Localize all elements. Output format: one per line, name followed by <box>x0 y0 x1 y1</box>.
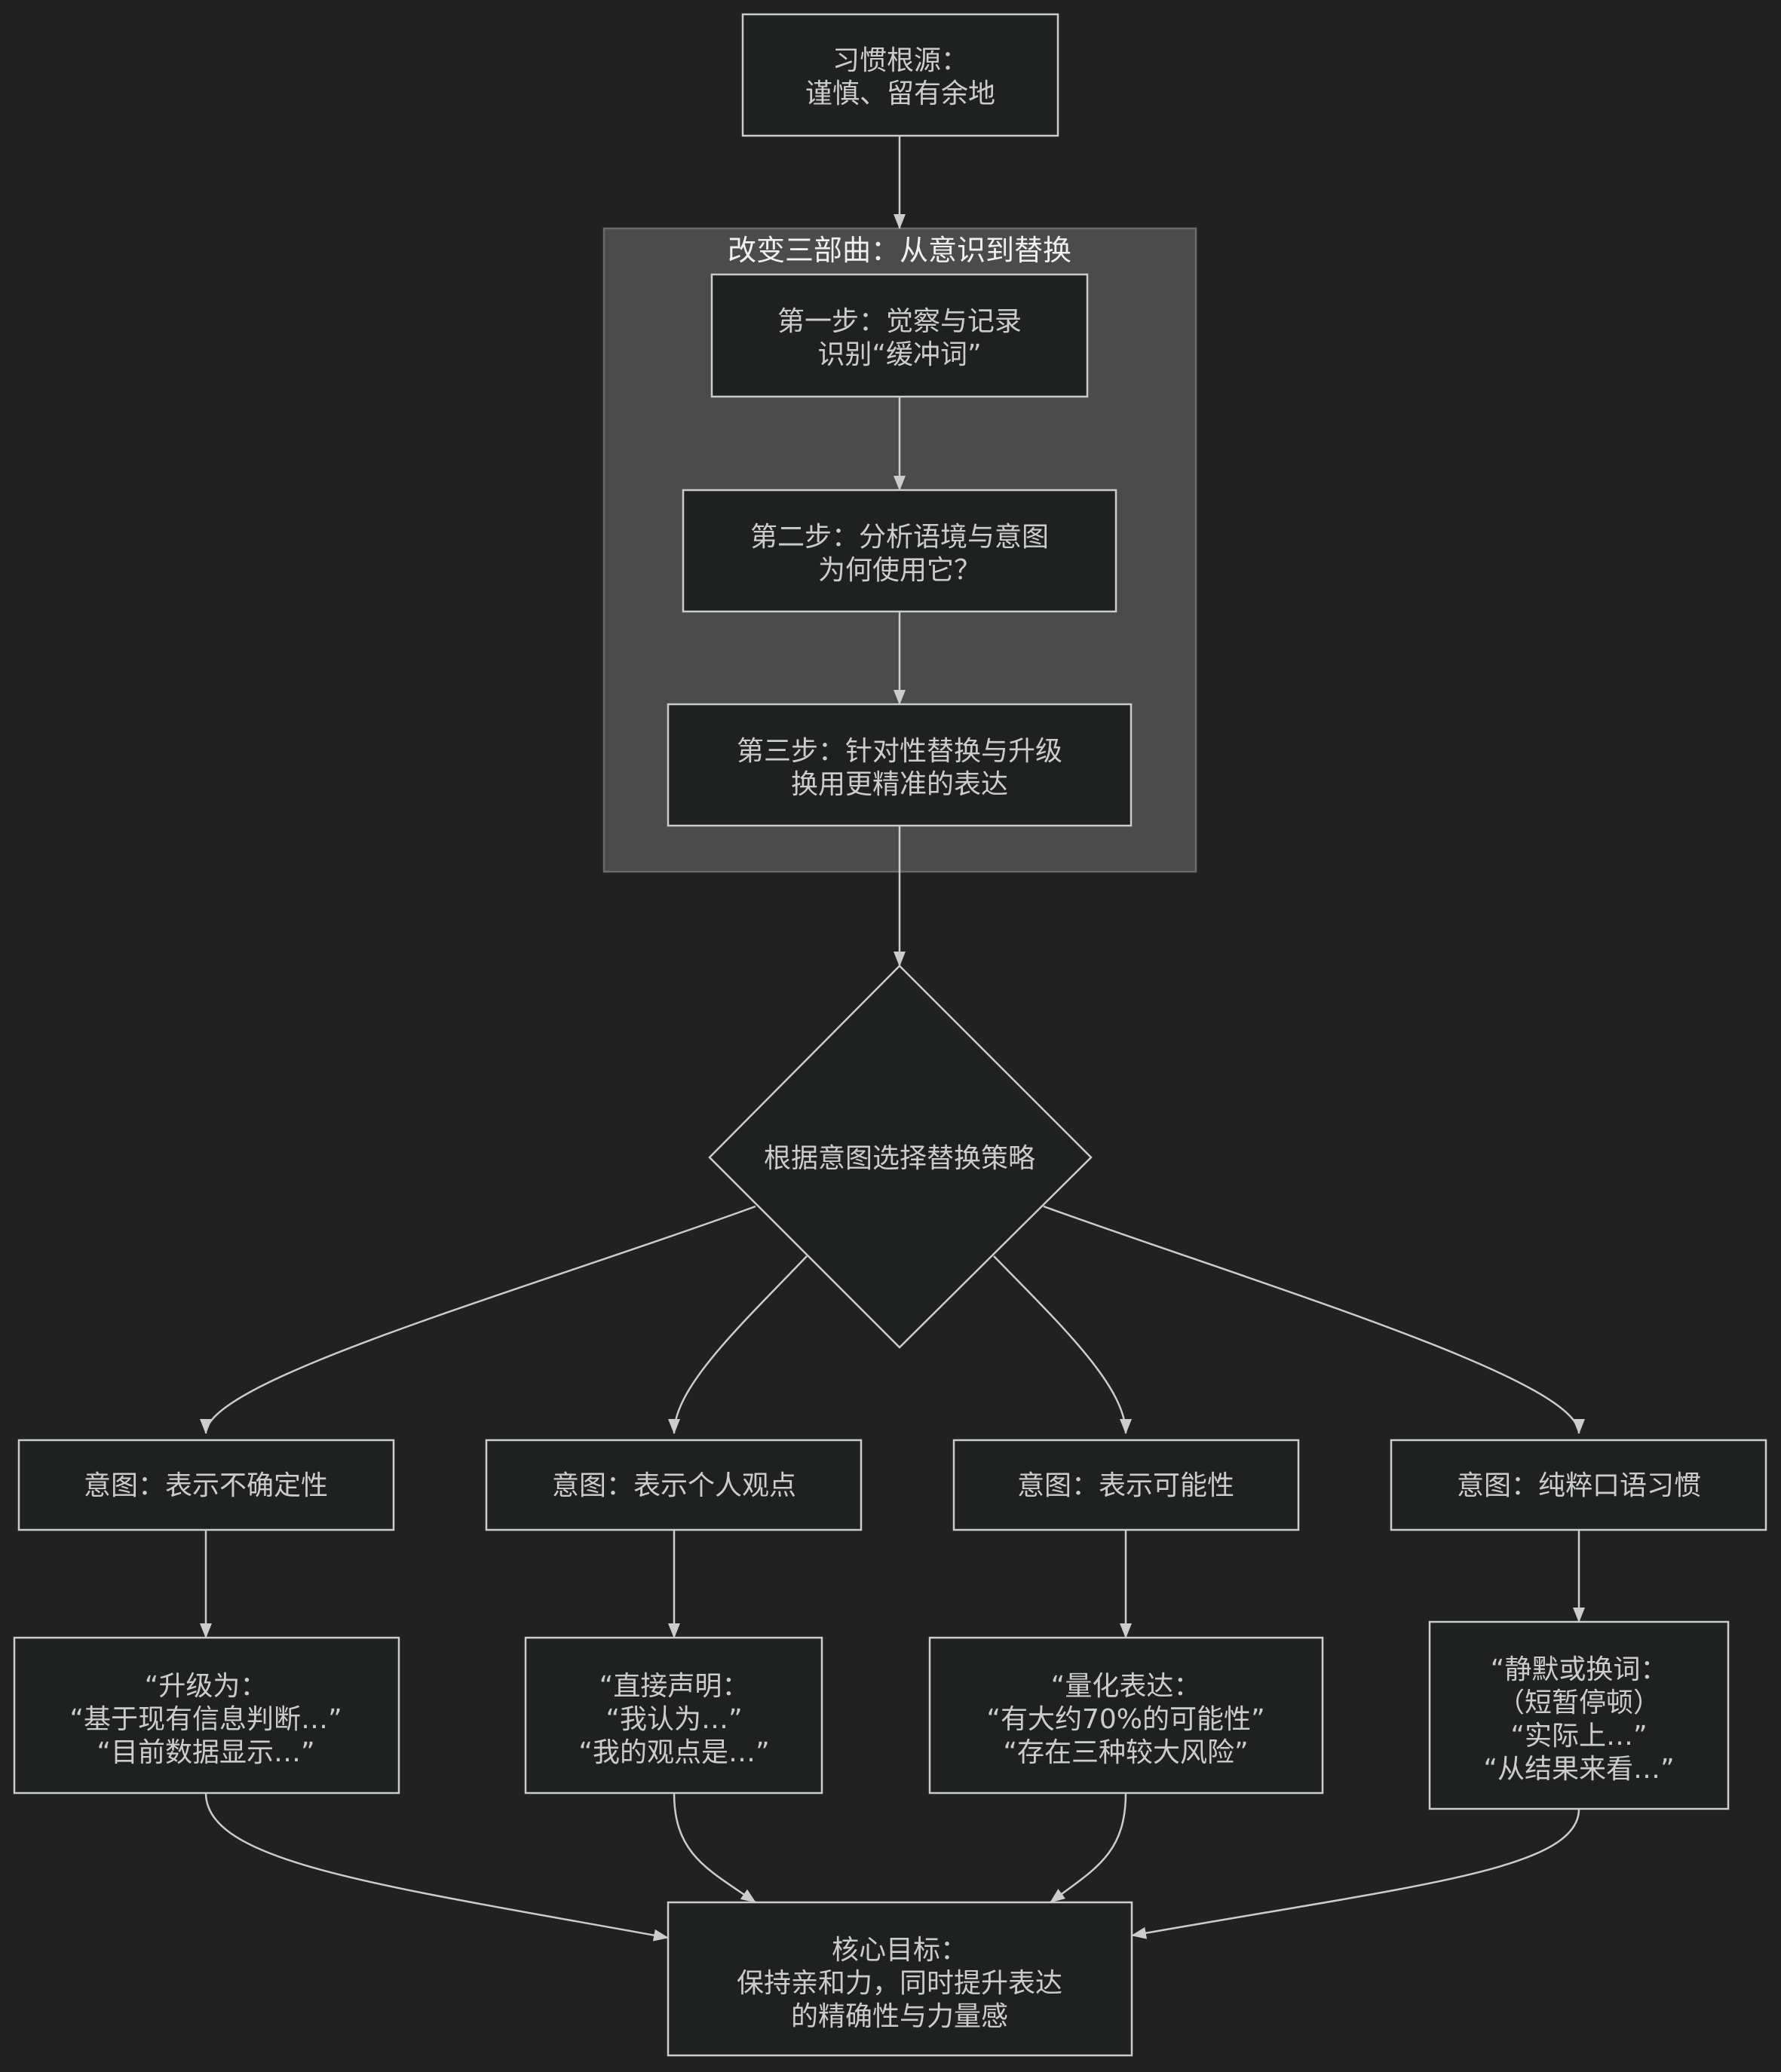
svg-text:“存在三种较大风险”: “存在三种较大风险” <box>1003 1737 1248 1768</box>
svg-text:“我的观点是…”: “我的观点是…” <box>578 1737 769 1768</box>
svg-text:第一步：觉察与记录: 第一步：觉察与记录 <box>777 306 1022 337</box>
svg-text:“升级为：: “升级为： <box>145 1671 268 1702</box>
node-strategy-upgrade: “升级为： “基于现有信息判断…” “目前数据显示…” <box>13 1636 400 1795</box>
svg-text:“目前数据显示…”: “目前数据显示…” <box>97 1737 314 1768</box>
svg-text:“有大约70%的可能性”: “有大约70%的可能性” <box>986 1704 1264 1735</box>
edge-decision-intent-2 <box>668 1255 808 1434</box>
svg-text:“我认为…”: “我认为…” <box>605 1704 742 1735</box>
edge-decision-intent-3 <box>993 1255 1132 1434</box>
svg-text:为何使用它？: 为何使用它？ <box>818 555 981 586</box>
svg-text:第二步：分析语境与意图: 第二步：分析语境与意图 <box>750 522 1049 553</box>
svg-text:意图：表示可能性: 意图：表示可能性 <box>1017 1470 1234 1501</box>
svg-text:“实际上…”: “实际上…” <box>1510 1721 1647 1752</box>
svg-text:换用更精准的表达: 换用更精准的表达 <box>791 769 1008 800</box>
edge-decision-intent-4 <box>1043 1205 1585 1434</box>
node-intent-habit: 意图：纯粹口语习惯 <box>1390 1439 1767 1531</box>
node-strategy-direct: “直接声明： “我认为…” “我的观点是…” <box>524 1636 823 1795</box>
decision-diamond: 根据意图选择替换策略 <box>708 964 1093 1349</box>
svg-text:“基于现有信息判断…”: “基于现有信息判断…” <box>69 1704 342 1735</box>
svg-text:意图：表示个人观点: 意图：表示个人观点 <box>552 1470 796 1501</box>
svg-text:谨慎、留有余地: 谨慎、留有余地 <box>805 78 995 109</box>
edges <box>200 136 1585 1942</box>
svg-text:识别“缓冲词”: 识别“缓冲词” <box>817 339 981 370</box>
edge-strategy-goal-1 <box>204 1792 669 1942</box>
node-intent-opinion: 意图：表示个人观点 <box>485 1439 863 1531</box>
node-intent-possibility: 意图：表示可能性 <box>952 1439 1300 1531</box>
node-strategy-silence: “静默或换词： （短暂停顿） “实际上…” “从结果来看…” <box>1428 1620 1730 1810</box>
svg-text:第三步：针对性替换与升级: 第三步：针对性替换与升级 <box>737 736 1062 767</box>
svg-text:习惯根源：: 习惯根源： <box>832 45 968 76</box>
edge-decision-intent-1 <box>200 1205 756 1434</box>
svg-text:核心目标：: 核心目标： <box>832 1935 967 1966</box>
node-intent-uncertainty: 意图：表示不确定性 <box>17 1439 395 1531</box>
svg-text:“从结果来看…”: “从结果来看…” <box>1483 1754 1674 1785</box>
svg-text:意图：纯粹口语习惯: 意图：纯粹口语习惯 <box>1457 1470 1701 1501</box>
node-step-1: 第一步：觉察与记录 识别“缓冲词” <box>710 273 1089 398</box>
svg-text:“量化表达：: “量化表达： <box>1051 1671 1201 1702</box>
cluster-title: 改变三部曲：从意识到替换 <box>728 234 1071 267</box>
node-step-2: 第二步：分析语境与意图 为何使用它？ <box>682 489 1117 613</box>
svg-text:的精确性与力量感: 的精确性与力量感 <box>791 2001 1008 2032</box>
node-step-3: 第三步：针对性替换与升级 换用更精准的表达 <box>667 703 1133 827</box>
svg-text:意图：表示不确定性: 意图：表示不确定性 <box>84 1470 328 1501</box>
node-strategy-quantify: “量化表达： “有大约70%的可能性” “存在三种较大风险” <box>928 1636 1324 1795</box>
edge-strategy-goal-3 <box>1050 1792 1127 1903</box>
svg-text:根据意图选择替换策略: 根据意图选择替换策略 <box>764 1143 1035 1174</box>
edge-strategy-goal-4 <box>1131 1808 1580 1939</box>
svg-text:“直接声明：: “直接声明： <box>599 1671 749 1702</box>
svg-text:“静默或换词：: “静默或换词： <box>1491 1654 1668 1685</box>
node-habit-root: 习惯根源： 谨慎、留有余地 <box>741 13 1059 137</box>
edge-strategy-goal-2 <box>673 1792 756 1904</box>
node-core-goal: 核心目标： 保持亲和力，同时提升表达 的精确性与力量感 <box>667 1901 1133 2057</box>
svg-text:（短暂停顿）: （短暂停顿） <box>1497 1687 1660 1718</box>
svg-text:保持亲和力，同时提升表达: 保持亲和力，同时提升表达 <box>737 1968 1062 1999</box>
